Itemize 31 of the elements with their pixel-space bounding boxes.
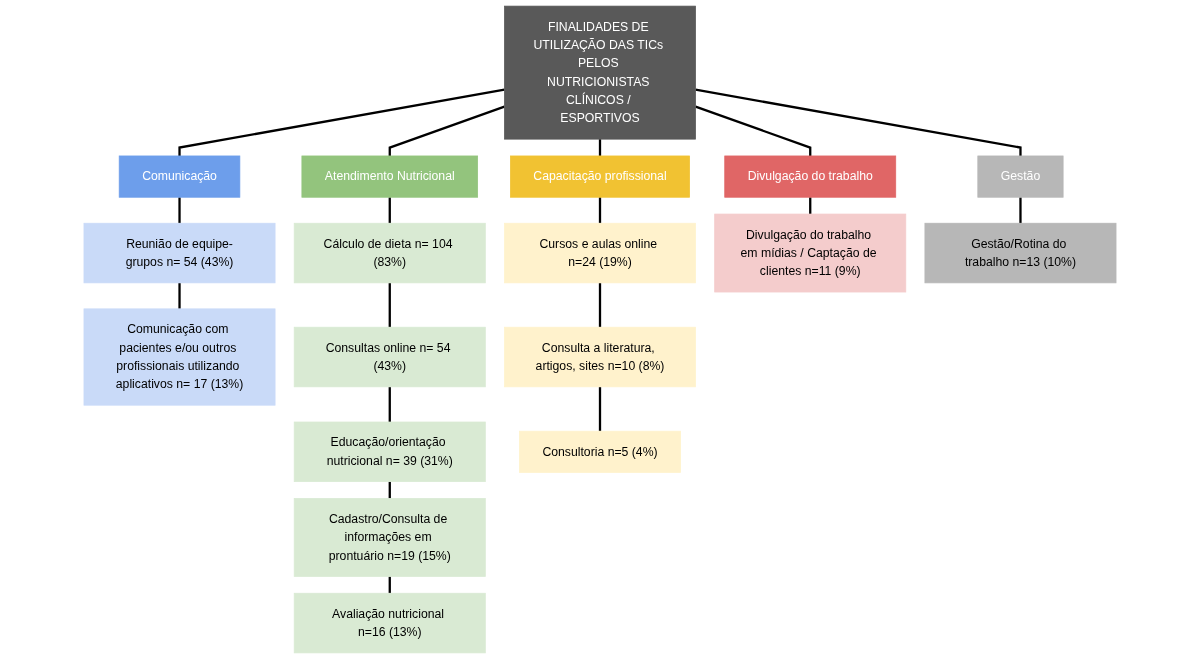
connector bbox=[388, 386, 391, 422]
connector bbox=[178, 197, 181, 224]
node-box: Cálculo de dieta n= 104 (83%) bbox=[293, 222, 486, 284]
node-box: Divulgação do trabalho em mídias / Captação de clientes n=11 (9%) bbox=[714, 213, 907, 293]
node-box: Consultoria n=5 (4%) bbox=[519, 430, 681, 473]
connector bbox=[598, 386, 602, 432]
connector bbox=[388, 197, 391, 224]
connector bbox=[695, 105, 812, 156]
node-box: Cursos e aulas online n=24 (19%) bbox=[504, 222, 696, 284]
node-box: Educação/orientação nutricional n= 39 (31%) bbox=[293, 421, 486, 482]
node-box: Reunião de equipe-grupos n= 54 (43%) bbox=[83, 222, 276, 284]
node-box: FINALIDADES DE UTILIZAÇÃO DAS TICs PELOS NUTRICIONISTAS CLÍNICOS / ESPORTIVOS bbox=[504, 5, 696, 140]
node-box: Comunicação bbox=[118, 155, 241, 198]
node-box: Avaliação nutricional n=16 (13%) bbox=[293, 592, 486, 654]
connector bbox=[1019, 197, 1022, 224]
node-box: Atendimento Nutricional bbox=[301, 155, 478, 198]
connector bbox=[598, 282, 602, 328]
node-box: Consultas online n= 54 (43%) bbox=[293, 326, 486, 388]
node-box: Gestão/Rotina do trabalho n=13 (10%) bbox=[924, 222, 1117, 284]
connector bbox=[695, 88, 1022, 156]
node-box: Comunicação com pacientes e/ou outros profissionais utilizando aplicativos n= 17 (13%) bbox=[83, 308, 276, 406]
connector bbox=[178, 282, 181, 309]
connector bbox=[178, 88, 505, 156]
connector bbox=[598, 197, 602, 224]
node-box: Capacitação profissional bbox=[510, 155, 690, 198]
node-box: Divulgação do trabalho bbox=[724, 155, 897, 198]
connector bbox=[388, 282, 391, 328]
node-box: Consulta a literatura, artigos, sites n=10 (8%) bbox=[504, 326, 696, 388]
node-box: Gestão bbox=[977, 155, 1064, 198]
node-box: Cadastro/Consulta de informações em prontuário n=19 (15%) bbox=[293, 498, 486, 577]
connector bbox=[388, 105, 505, 156]
